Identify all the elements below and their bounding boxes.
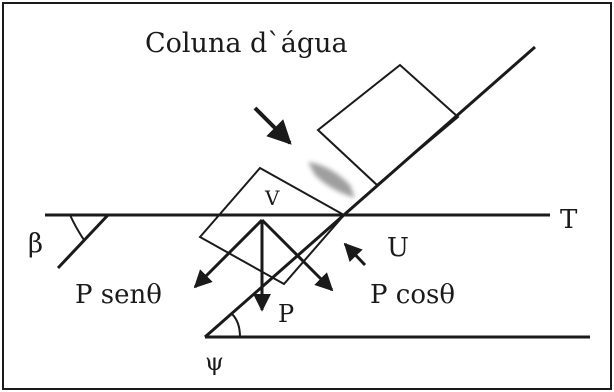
- title-label: Coluna d`água: [145, 28, 348, 59]
- u-label: U: [387, 233, 409, 263]
- pointer-arrow: [253, 106, 292, 145]
- psi-angle-arc: [231, 313, 241, 338]
- water-column-block: [316, 63, 460, 187]
- water-smudge: [308, 162, 355, 198]
- u-arrow: [343, 242, 367, 267]
- p-cos-label: P cosθ: [370, 280, 455, 310]
- p-sen-vector: [193, 218, 264, 289]
- psi-label: ψ: [205, 348, 224, 376]
- beta-label: β: [28, 229, 43, 259]
- water-element-block: [198, 166, 346, 286]
- v-label: V: [264, 186, 280, 210]
- p-label: P: [278, 300, 294, 328]
- inclined-plane-line: [204, 45, 536, 339]
- beta-angle-arc: [69, 214, 85, 241]
- t-label: T: [560, 205, 578, 235]
- beta-angle-line: [56, 213, 110, 270]
- p-sen-label: P senθ: [75, 280, 162, 310]
- p-cos-vector: [260, 218, 334, 292]
